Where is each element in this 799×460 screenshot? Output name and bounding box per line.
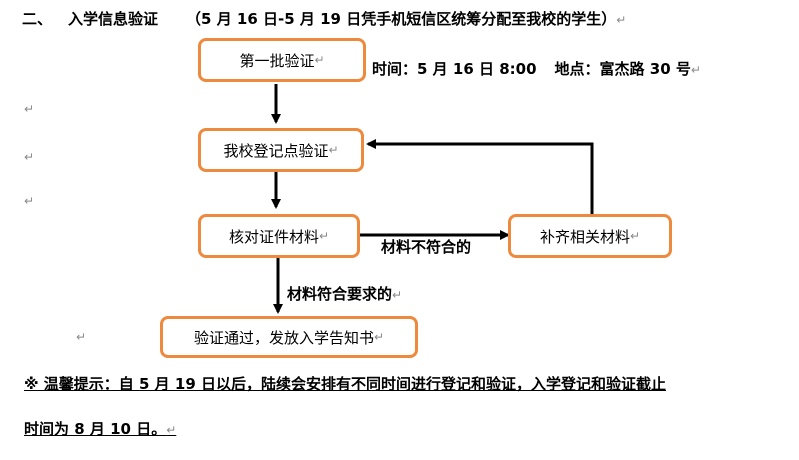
return-mark: ↵ (373, 330, 385, 344)
return-mark: ↵ (314, 53, 325, 67)
return-mark: ↵ (690, 63, 701, 77)
node-first-batch: 第一批验证↵ (198, 38, 366, 82)
return-mark: ↵ (318, 229, 330, 243)
schedule-info: 时间：5 月 16 日 8:00 地点：富杰路 30 号↵ (372, 58, 701, 79)
node-registration-point-label: 我校登记点验证 (223, 141, 329, 160)
node-supplement: 补齐相关材料↵ (508, 214, 672, 258)
return-mark: ↵ (166, 423, 177, 437)
return-mark: ↵ (392, 288, 403, 302)
reminder-note-line2-text: 时间为 8 月 10 日。 (24, 420, 167, 438)
return-mark: ↵ (616, 13, 627, 27)
node-registration-point: 我校登记点验证↵ (198, 128, 364, 172)
place-label: 地点： (554, 60, 600, 78)
return-mark: ↵ (629, 229, 641, 243)
node-issue-notice: 验证通过，发放入学告知书↵ (160, 316, 418, 358)
section-heading: 二、入学信息验证 （5 月 16 日-5 月 19 日凭手机短信区统筹分配至我校的… (22, 8, 626, 29)
node-check-documents: 核对证件材料↵ (198, 214, 360, 258)
node-supplement-label: 补齐相关材料 (539, 227, 630, 246)
reminder-note-line1: ※ 温馨提示：自 5 月 19 日以后，陆续会安排有不同时间进行登记和验证，入学… (24, 375, 667, 393)
place-value: 富杰路 30 号 (599, 60, 691, 78)
time-value: 5 月 16 日 8:00 (417, 60, 537, 78)
node-first-batch-label: 第一批验证 (239, 51, 315, 70)
return-mark: ↵ (76, 330, 87, 344)
section-subtitle: （5 月 16 日-5 月 19 日凭手机短信区统筹分配至我校的学生） (186, 10, 617, 28)
section-number: 二、 (22, 10, 53, 28)
edge-label-not-meeting: 材料不符合的 (381, 238, 472, 256)
return-mark: ↵ (24, 150, 35, 164)
edge-label-meeting: 材料符合要求的↵ (287, 283, 402, 304)
return-mark: ↵ (24, 194, 35, 208)
edge-label-meeting-text: 材料符合要求的 (287, 285, 393, 303)
reminder-note-line2: 时间为 8 月 10 日。↵ (24, 418, 176, 439)
return-mark: ↵ (24, 102, 35, 116)
time-label: 时间： (372, 60, 418, 78)
arrow-supplement-to-registration (366, 139, 594, 214)
node-issue-notice-label: 验证通过，发放入学告知书 (193, 328, 374, 347)
return-mark: ↵ (328, 143, 339, 157)
node-check-documents-label: 核对证件材料 (228, 227, 319, 246)
section-title: 入学信息验证 (68, 10, 159, 28)
